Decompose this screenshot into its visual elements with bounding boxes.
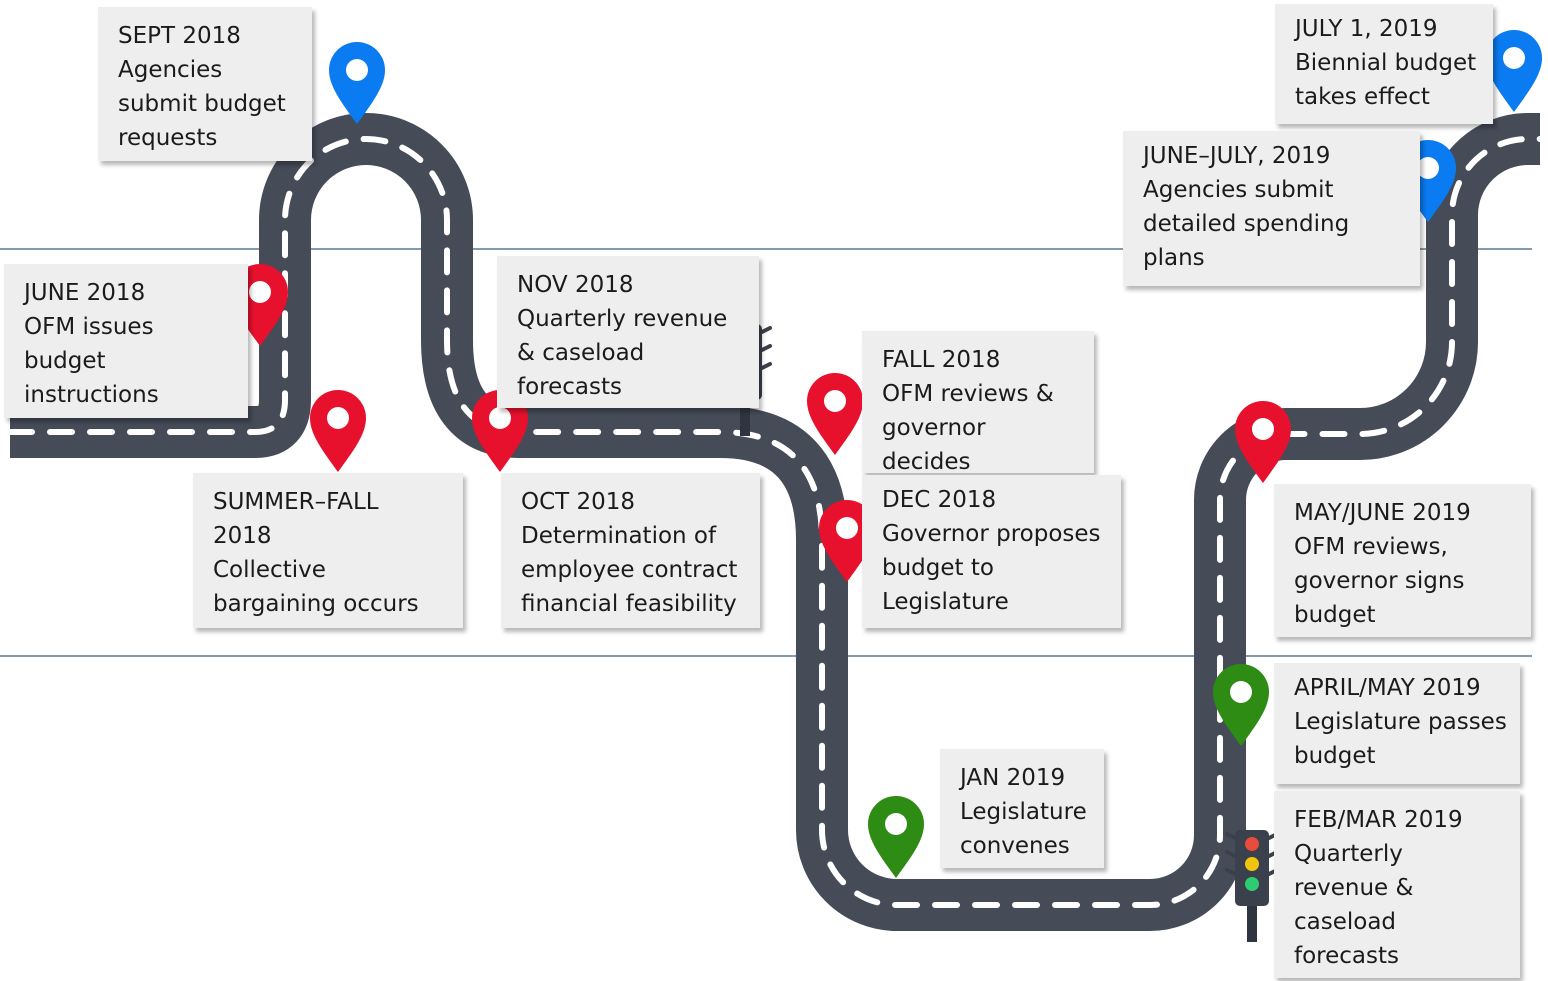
milestone-description: Quarterly revenue & caseload forecasts bbox=[1294, 841, 1414, 969]
milestone-june-2018: JUNE 2018 OFM issues budget instructions bbox=[4, 264, 248, 418]
milestone-oct-2018: OCT 2018 Determination of employee contr… bbox=[501, 473, 760, 628]
milestone-date: FALL 2018 bbox=[882, 347, 1001, 373]
milestone-description: OFM issues budget instructions bbox=[24, 314, 159, 408]
milestone-description: Biennial budget takes effect bbox=[1295, 50, 1477, 110]
milestone-april-may-2019: APRIL/MAY 2019 Legislature passes budget bbox=[1274, 663, 1520, 784]
milestone-description: Determination of employee contract finan… bbox=[521, 523, 738, 617]
road-center-dashes bbox=[7, 136, 1543, 908]
milestone-date: APRIL/MAY 2019 bbox=[1294, 675, 1481, 701]
milestone-description: Quarterly revenue & caseload forecasts bbox=[517, 306, 728, 400]
milestone-june-july-2019: JUNE–JULY, 2019 Agencies submit detailed… bbox=[1123, 131, 1420, 286]
milestone-date: JULY 1, 2019 bbox=[1295, 16, 1438, 42]
milestone-date: FEB/MAR 2019 bbox=[1294, 807, 1463, 833]
milestone-date: JUNE 2018 bbox=[24, 280, 146, 306]
milestone-nov-2018: NOV 2018 Quarterly revenue & caseload fo… bbox=[497, 256, 759, 408]
milestone-description: Governor proposes budget to Legislature bbox=[882, 521, 1101, 615]
milestone-sept-2018: SEPT 2018 Agencies submit budget request… bbox=[98, 7, 312, 161]
milestone-description: Legislature passes budget bbox=[1294, 709, 1507, 769]
map-pin-blue-icon bbox=[1486, 30, 1542, 112]
milestone-description: Legislature convenes bbox=[960, 799, 1087, 859]
milestone-date: NOV 2018 bbox=[517, 272, 634, 298]
milestone-description: OFM reviews, governor signs budget bbox=[1294, 534, 1465, 628]
map-pin-red-icon bbox=[310, 390, 366, 472]
milestone-summer-fall-2018: SUMMER–FALL 2018 Collective bargaining o… bbox=[193, 473, 463, 628]
milestone-fall-2018: FALL 2018 OFM reviews & governor decides bbox=[862, 331, 1094, 475]
milestone-dec-2018: DEC 2018 Governor proposes budget to Leg… bbox=[862, 475, 1121, 628]
milestone-feb-mar-2019: FEB/MAR 2019 Quarterly revenue & caseloa… bbox=[1274, 791, 1520, 978]
milestone-july-1-2019: JULY 1, 2019 Biennial budget takes effec… bbox=[1275, 4, 1493, 124]
milestone-date: SUMMER–FALL 2018 bbox=[213, 489, 379, 549]
milestone-jan-2019: JAN 2019 Legislature convenes bbox=[940, 749, 1104, 868]
map-pin-green-icon bbox=[868, 796, 924, 878]
milestone-description: Agencies submit budget requests bbox=[118, 57, 286, 151]
milestone-date: JUNE–JULY, 2019 bbox=[1143, 143, 1331, 169]
milestone-date: DEC 2018 bbox=[882, 487, 997, 513]
milestone-may-june-2019: MAY/JUNE 2019 OFM reviews, governor sign… bbox=[1274, 484, 1531, 637]
map-pin-blue-icon bbox=[329, 42, 385, 124]
milestone-description: Collective bargaining occurs bbox=[213, 557, 419, 617]
milestone-description: OFM reviews & governor decides bbox=[882, 381, 1054, 475]
milestone-description: Agencies submit detailed spending plans bbox=[1143, 177, 1350, 271]
milestone-date: JAN 2019 bbox=[960, 765, 1066, 791]
milestone-date: MAY/JUNE 2019 bbox=[1294, 500, 1471, 526]
milestone-date: OCT 2018 bbox=[521, 489, 636, 515]
milestone-date: SEPT 2018 bbox=[118, 23, 241, 49]
